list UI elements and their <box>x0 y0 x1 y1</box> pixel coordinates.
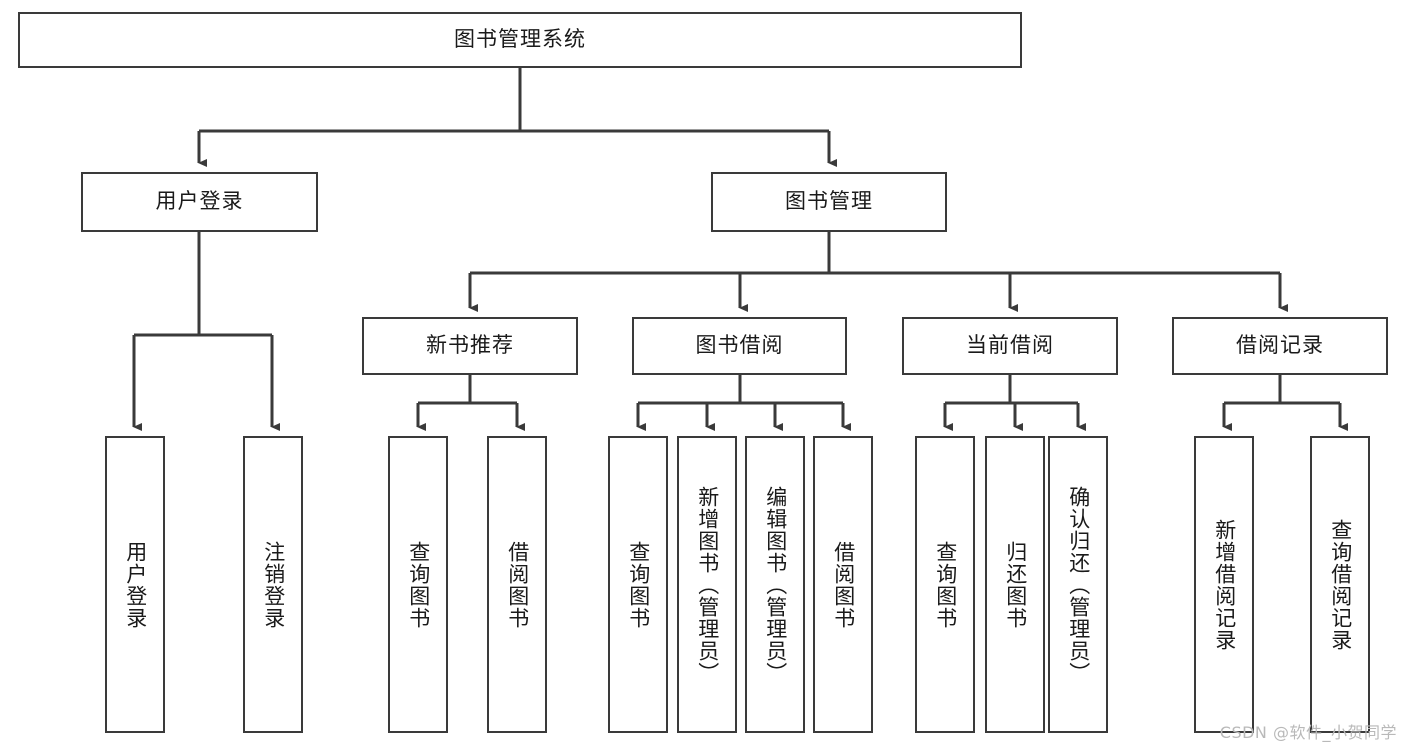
node-root-system[interactable]: 图书管理系统 <box>18 12 1022 68</box>
node-label: 图书借阅 <box>695 333 784 358</box>
node-label: 查询图书 <box>626 540 651 629</box>
csdn-watermark: CSDN @软件_小贺同学 <box>1219 723 1397 742</box>
node-leaf-borrow-edit-book[interactable]: 编辑图书（管理员） <box>745 436 805 733</box>
node-leaf-borrow-borrow-book[interactable]: 借阅图书 <box>813 436 873 733</box>
node-label: 新增借阅记录 <box>1212 518 1237 651</box>
node-label: 查询借阅记录 <box>1328 518 1353 651</box>
node-leaf-current-query-book[interactable]: 查询图书 <box>915 436 975 733</box>
node-label: 用户登录 <box>123 540 148 629</box>
node-label: 查询图书 <box>406 540 431 629</box>
node-leaf-record-add[interactable]: 新增借阅记录 <box>1194 436 1254 733</box>
node-leaf-user-logout[interactable]: 注销登录 <box>243 436 303 733</box>
node-user-login[interactable]: 用户登录 <box>81 172 318 232</box>
node-book-manage[interactable]: 图书管理 <box>711 172 947 232</box>
node-label: 图书管理系统 <box>454 27 586 52</box>
node-book-borrow[interactable]: 图书借阅 <box>632 317 847 375</box>
node-leaf-borrow-query-book[interactable]: 查询图书 <box>608 436 668 733</box>
node-label: 编辑图书（管理员） <box>763 485 788 684</box>
node-label: 查询图书 <box>933 540 958 629</box>
node-label: 借阅记录 <box>1236 333 1324 358</box>
node-leaf-borrow-add-book[interactable]: 新增图书（管理员） <box>677 436 737 733</box>
node-label: 当前借阅 <box>966 333 1054 358</box>
node-borrow-record[interactable]: 借阅记录 <box>1172 317 1388 375</box>
node-leaf-current-return-book[interactable]: 归还图书 <box>985 436 1045 733</box>
node-label: 借阅图书 <box>831 540 856 629</box>
node-label: 新增图书（管理员） <box>695 485 720 684</box>
node-label: 确认归还（管理员） <box>1066 485 1091 684</box>
node-current-borrow[interactable]: 当前借阅 <box>902 317 1118 375</box>
node-leaf-record-query[interactable]: 查询借阅记录 <box>1310 436 1370 733</box>
node-leaf-user-login[interactable]: 用户登录 <box>105 436 165 733</box>
node-label: 归还图书 <box>1003 540 1028 629</box>
node-label: 图书管理 <box>785 189 873 214</box>
node-label: 用户登录 <box>155 189 244 214</box>
node-label: 新书推荐 <box>426 333 514 358</box>
node-label: 借阅图书 <box>505 540 530 629</box>
node-leaf-recommend-query-book[interactable]: 查询图书 <box>388 436 448 733</box>
node-new-book-recommend[interactable]: 新书推荐 <box>362 317 578 375</box>
node-label: 注销登录 <box>261 540 286 629</box>
node-leaf-recommend-borrow-book[interactable]: 借阅图书 <box>487 436 547 733</box>
node-leaf-current-confirm-return[interactable]: 确认归还（管理员） <box>1048 436 1108 733</box>
